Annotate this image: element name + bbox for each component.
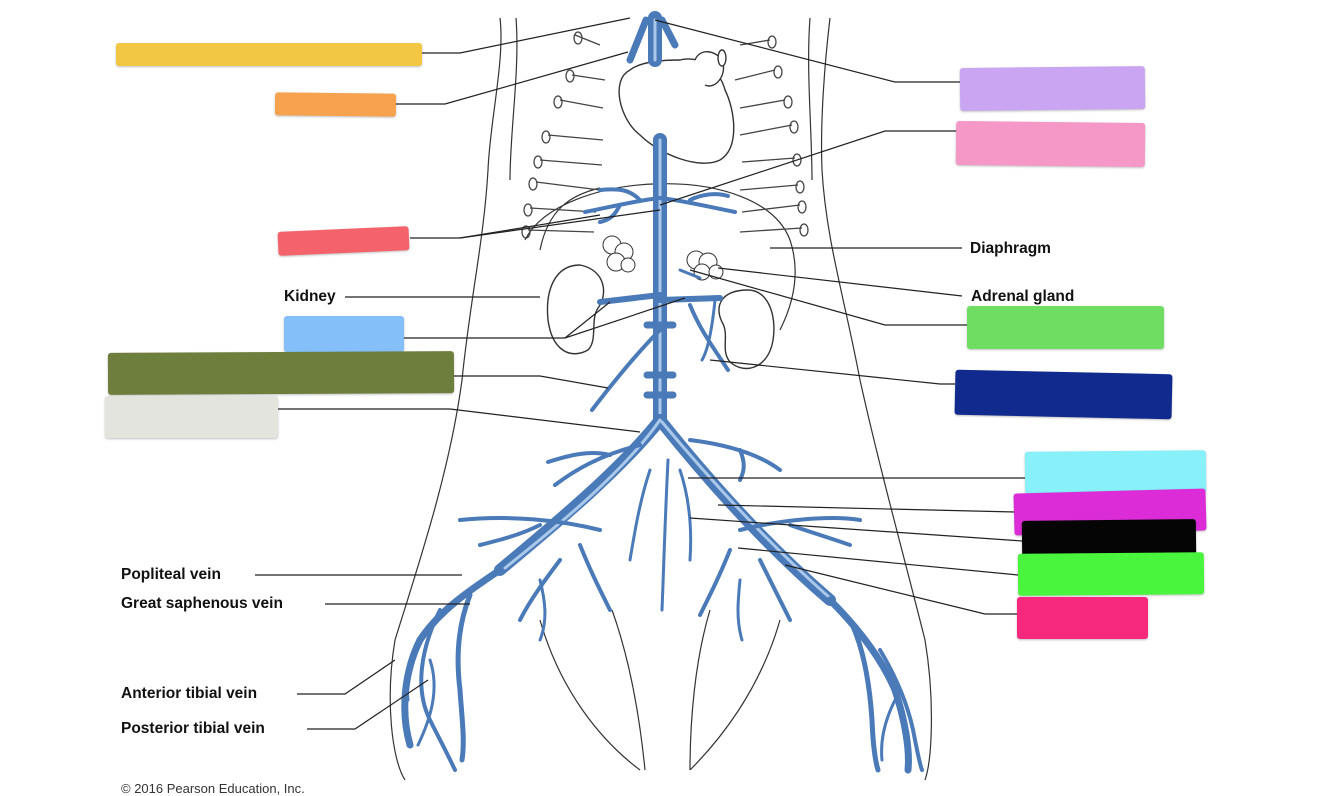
cover-box-bright-green[interactable] bbox=[1017, 552, 1205, 596]
cover-box-olive[interactable] bbox=[107, 351, 455, 395]
cover-box-lavender[interactable] bbox=[959, 66, 1146, 111]
label-adrenal-gland: Adrenal gland bbox=[971, 288, 1075, 305]
cover-box-pink[interactable] bbox=[955, 121, 1146, 167]
cover-box-hot-pink[interactable] bbox=[1017, 597, 1148, 639]
label-anterior-tibial-vein: Anterior tibial vein bbox=[121, 685, 258, 702]
cover-box-navy[interactable] bbox=[954, 369, 1173, 420]
kidneys bbox=[546, 264, 775, 370]
leader-lines bbox=[255, 17, 1025, 730]
label-kidney: Kidney bbox=[284, 288, 336, 305]
copyright: © 2016 Pearson Education, Inc. bbox=[121, 781, 305, 796]
ribs bbox=[521, 31, 809, 239]
body-outline bbox=[389, 17, 932, 781]
label-posterior-tibial-vein: Posterior tibial vein bbox=[121, 720, 265, 737]
cover-box-black[interactable] bbox=[1021, 519, 1197, 557]
vein-network bbox=[401, 11, 924, 774]
label-popliteal-vein: Popliteal vein bbox=[121, 566, 221, 583]
cover-box-light-blue[interactable] bbox=[284, 316, 404, 352]
cover-box-green[interactable] bbox=[967, 306, 1164, 349]
label-diaphragm: Diaphragm bbox=[970, 240, 1051, 257]
cover-box-cyan[interactable] bbox=[1024, 450, 1207, 494]
label-great-saphenous-vein: Great saphenous vein bbox=[121, 595, 283, 612]
cover-box-yellow[interactable] bbox=[116, 43, 422, 66]
heart bbox=[618, 49, 735, 164]
cover-box-light-gray[interactable] bbox=[105, 396, 278, 438]
cover-box-orange[interactable] bbox=[274, 92, 397, 117]
